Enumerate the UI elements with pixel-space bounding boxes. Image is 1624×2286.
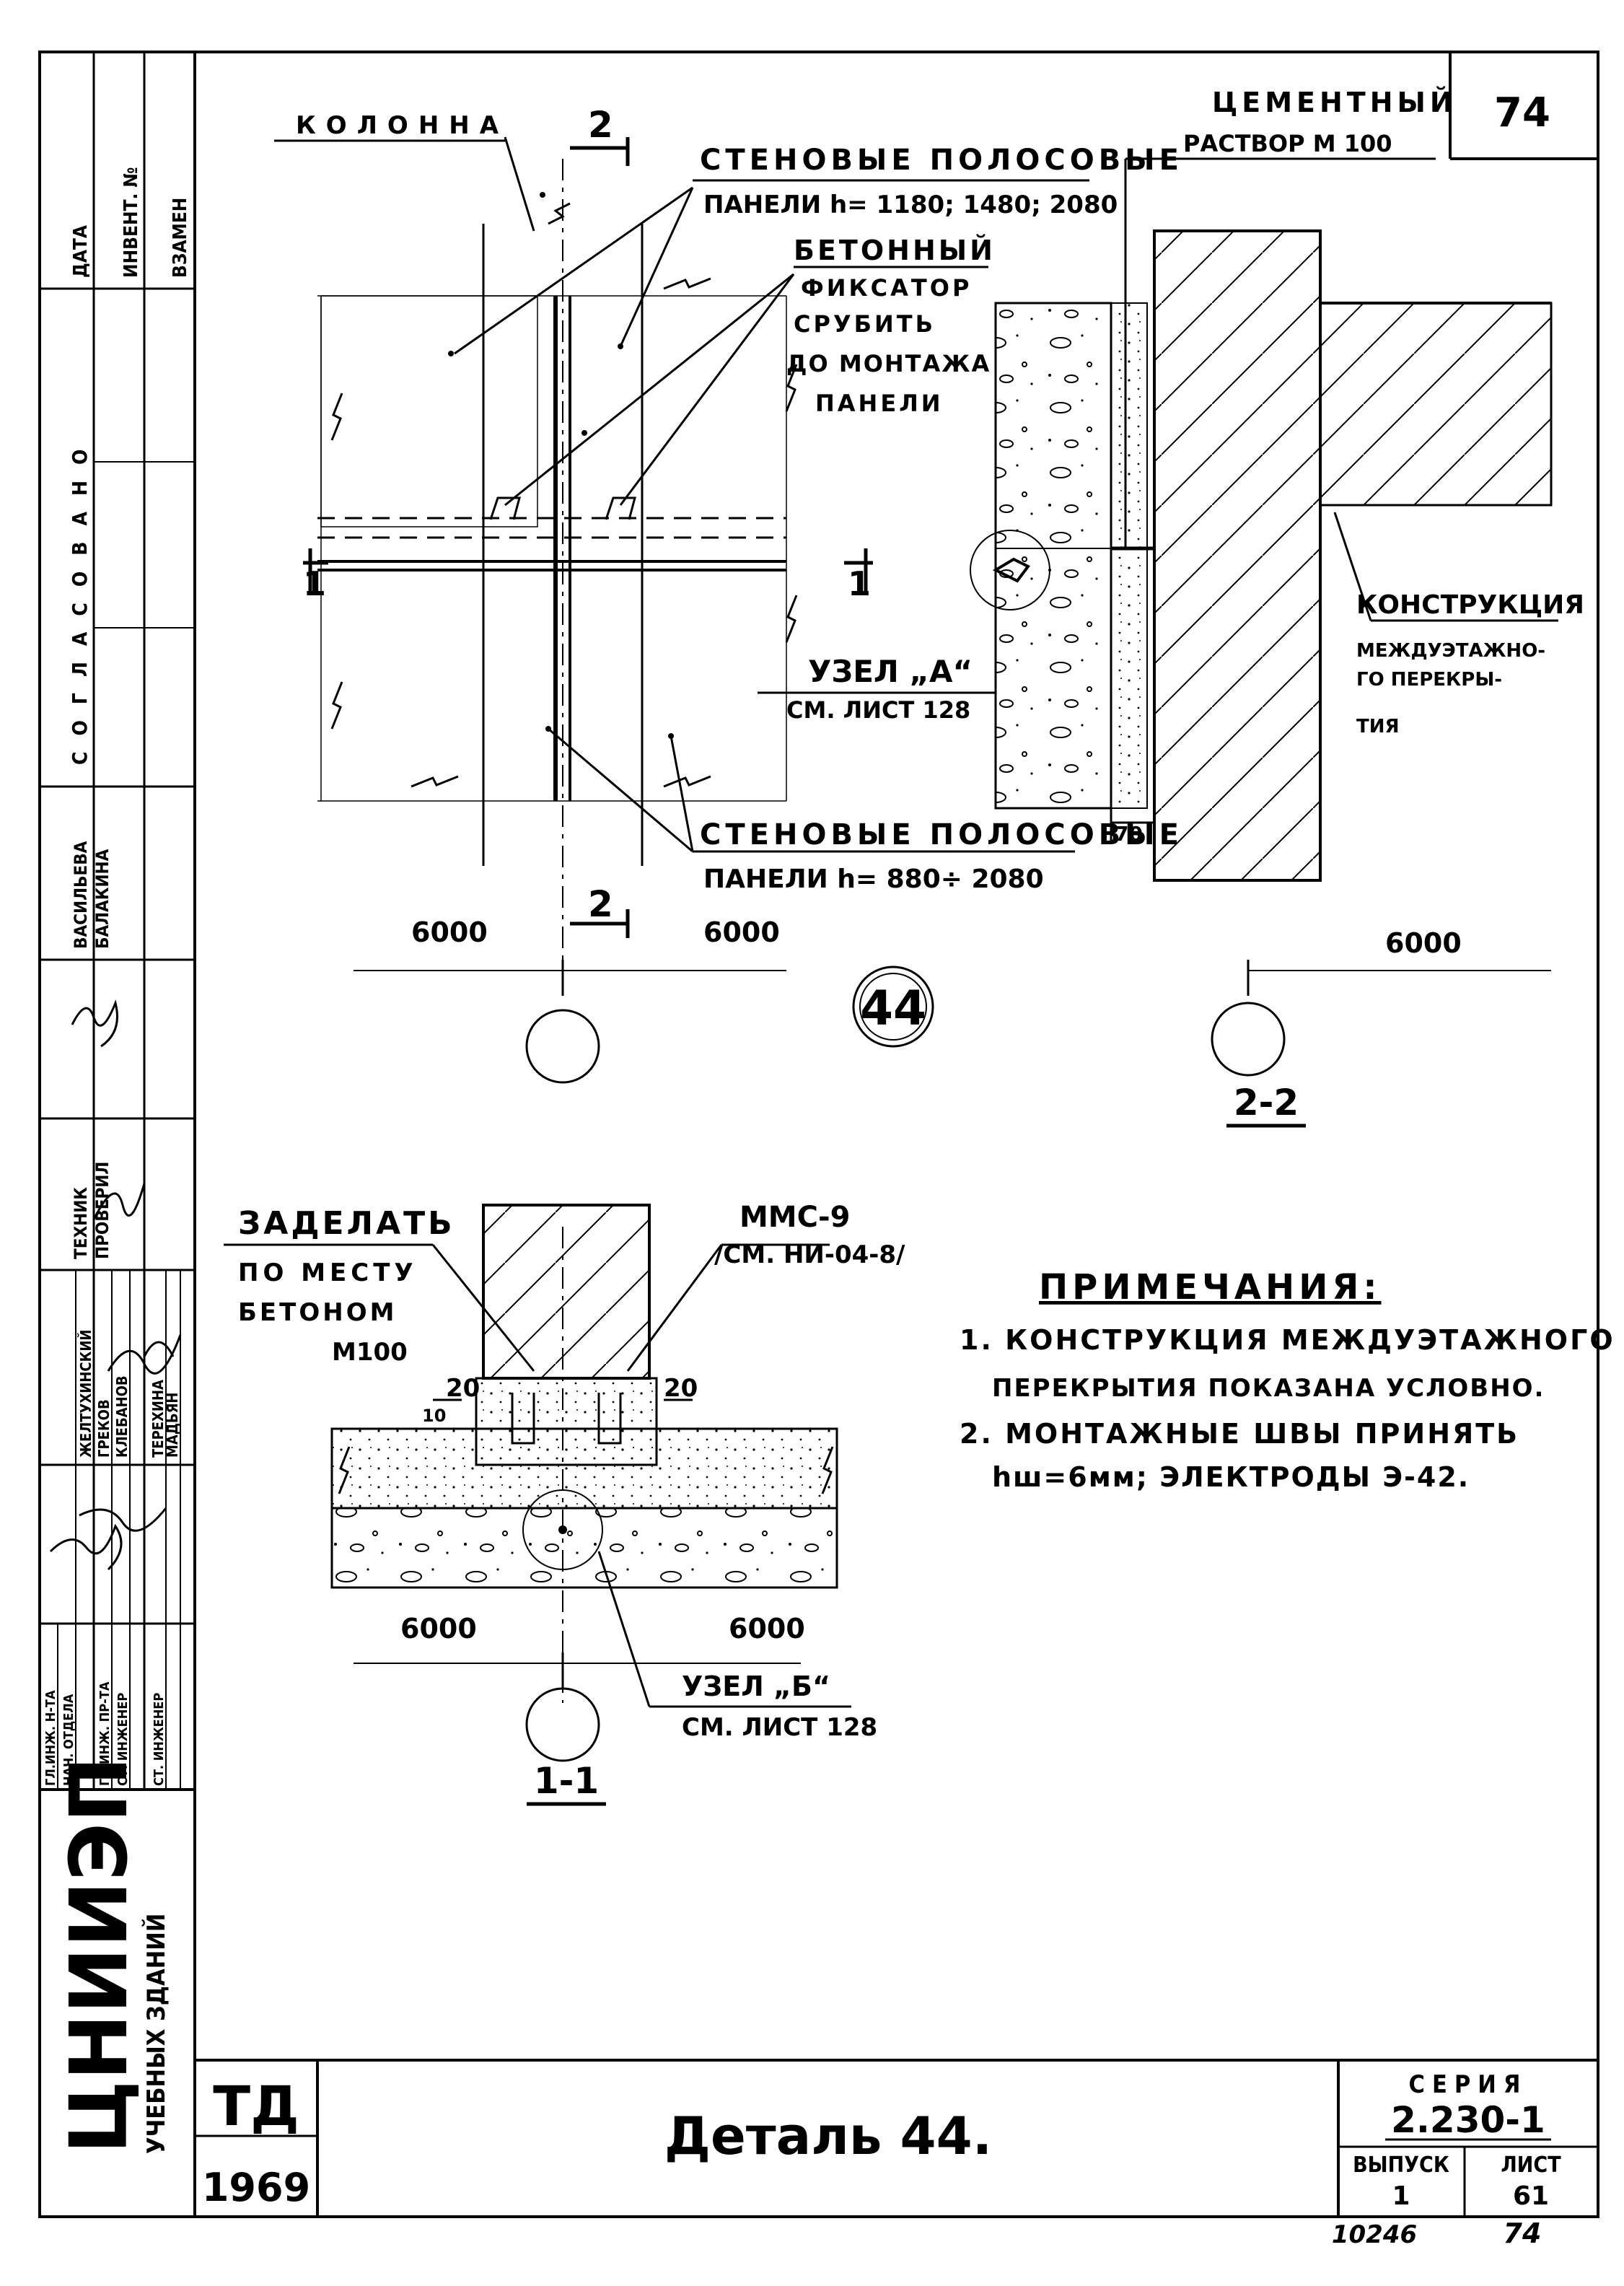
issue-value: 1 [1392,2181,1410,2211]
fixator-line-1: БЕТОННЫЙ [794,235,996,266]
section-mark-bottom: 2 [588,883,613,925]
panels-top-line2: ПАНЕЛИ h= 1180; 1480; 2080 [703,190,1118,219]
stamp-position-1: ГЛ.ИНЖ. Н-ТА [43,1690,58,1786]
stamp-person-3: КЛЕБАНОВ [113,1375,131,1458]
fill-line-4: М100 [332,1338,408,1367]
org-subtitle: УЧЕБНЫХ ЗДАНИЙ [141,1914,171,2155]
bottom-page: 74 [1504,2217,1542,2249]
floor-line-3: ГО ПЕРЕКРЫ- [1356,669,1502,691]
plan-view: КОЛОННА 2 2 1 1 СТЕНОВЫЕ ПОЛОСОВЫЕ ПАНЕЛ… [274,104,1183,1084]
panels-bottom-line1: СТЕНОВЫЕ ПОЛОСОВЫЕ [700,818,1183,851]
detail-number: 44 [860,981,926,1036]
node-a-line2: СМ. ЛИСТ 128 [786,696,970,724]
section-1-1: ЗАДЕЛАТЬ ПО МЕСТУ БЕТОНОМ М100 ММС-9 /СМ… [224,1201,905,1806]
stamp-person-2: ГРЕКОВ [95,1399,113,1458]
floor-line-4: ТИЯ [1356,716,1400,737]
note-2-line2: hш=6мм; ЭЛЕКТРОДЫ Э-42. [992,1461,1470,1493]
issue-label: ВЫПУСК [1353,2153,1449,2178]
list-value: 61 [1513,2181,1549,2211]
fixator-line-3: СРУБИТЬ [794,310,936,338]
stamp-position-5: СТ. ИНЖЕНЕР [152,1693,167,1786]
side-stamp: ДАТА ИНВЕНТ. № ВЗАМЕН СОГЛАСОВАНО ВАСИЛЬ… [40,52,195,2154]
section-mark-top: 2 [588,104,613,146]
dim-70: 70 [1115,822,1143,846]
fixator-line-2: ФИКСАТОР [801,274,972,302]
stamp-person-5: МАДЬЯН [164,1393,181,1458]
column-label: КОЛОННА [296,111,509,140]
node-b-line2: СМ. ЛИСТ 128 [682,1713,877,1742]
td-label: ТД [213,2074,299,2138]
stamp-inventory: ИНВЕНТ. № [120,167,142,278]
stamp-replaces: ВЗАМЕН [170,198,191,278]
title-block: 74 ТД 1969 Деталь 44. СЕРИЯ 2.230-1 ВЫПУ… [195,52,1598,2249]
section-mark-left: 1 [303,564,326,603]
section-mark-right: 1 [848,564,871,603]
note-1-line1: 1. КОНСТРУКЦИЯ МЕЖДУЭТАЖНОГО [960,1324,1615,1356]
sheet-title: Деталь 44. [664,2106,992,2166]
year: 1969 [202,2165,310,2210]
fill-line-3: БЕТОНОМ [238,1298,397,1327]
section-1-1-title: 1-1 [534,1760,599,1802]
note-1-line2: ПЕРЕКРЫТИЯ ПОКАЗАНА УСЛОВНО. [992,1374,1545,1403]
section-2-2-dim: 6000 [1385,927,1462,959]
sheet-number-top: 74 [1494,89,1550,136]
mmc-line2: /СМ. НИ-04-8/ [714,1240,905,1269]
plan-dim-right: 6000 [703,916,780,948]
fill-line-1: ЗАДЕЛАТЬ [238,1205,455,1242]
notes: ПРИМЕЧАНИЯ: 1. КОНСТРУКЦИЯ МЕЖДУЭТАЖНОГО… [960,1267,1615,1493]
mortar-line1: ЦЕМЕНТНЫЙ [1212,87,1457,118]
node-a-line1: УЗЕЛ „А“ [808,654,973,689]
note-2-line1: 2. МОНТАЖНЫЕ ШВЫ ПРИНЯТЬ [960,1418,1519,1450]
stamp-position-2: НАЧ. ОТДЕЛА [61,1694,76,1786]
stamp-role-checked: ПРОВЕРИЛ [92,1162,113,1259]
list-label: ЛИСТ [1501,2153,1561,2178]
fixator-line-4: ДО МОНТАЖА [786,350,991,377]
bottom-number: 10246 [1332,2220,1417,2249]
stamp-name-2: БАЛАКИНА [92,849,113,949]
panels-top-line1: СТЕНОВЫЕ ПОЛОСОВЫЕ [700,144,1183,177]
stamp-role-technician: ТЕХНИК [71,1187,91,1259]
notes-heading: ПРИМЕЧАНИЯ: [1039,1267,1382,1308]
section-1-1-dim-right: 6000 [729,1613,805,1645]
stamp-person-4: ТЕРЕХИНА [149,1380,167,1458]
panels-bottom-line2: ПАНЕЛИ h= 880÷ 2080 [703,864,1044,894]
section-1-1-dim-left: 6000 [400,1613,477,1645]
dim-20-right: 20 [664,1374,698,1403]
plan-dim-left: 6000 [411,916,488,948]
floor-line-1: КОНСТРУКЦИЯ [1356,590,1584,620]
stamp-position-3: ГЛ.ИНЖ. ПР-ТА [97,1681,113,1786]
section-2-2: ЦЕМЕНТНЫЙ РАСТВОР М 100 УЗЕЛ „А“ СМ. ЛИС… [758,87,1584,1128]
floor-line-2: МЕЖДУЭТАЖНО- [1356,640,1545,662]
section-2-2-title: 2-2 [1234,1082,1299,1124]
fill-line-2: ПО МЕСТУ [238,1258,418,1287]
series-value: 2.230-1 [1391,2099,1545,2141]
fixator-line-5: ПАНЕЛИ [815,390,944,417]
sheet-frame [38,51,1599,2218]
stamp-person-1: ЖЕЛТУХИНСКИЙ [77,1330,95,1458]
mmc-line1: ММС-9 [739,1201,850,1234]
stamp-name-1: ВАСИЛЬЕВА [71,841,91,949]
series-label: СЕРИЯ [1409,2070,1528,2099]
handwritten-signatures [49,999,182,1571]
stamp-date: ДАТА [70,225,92,278]
org-name: ЦНИИЭП [53,1756,145,2154]
dim-20-left: 20 [446,1374,480,1403]
dim-10: 10 [422,1406,446,1426]
stamp-position-4: СТ. ИНЖЕНЕР [115,1693,131,1786]
node-b-line1: УЗЕЛ „Б“ [682,1670,830,1702]
stamp-approved: СОГЛАСОВАНО [68,434,92,765]
mortar-line2: РАСТВОР М 100 [1183,130,1392,157]
